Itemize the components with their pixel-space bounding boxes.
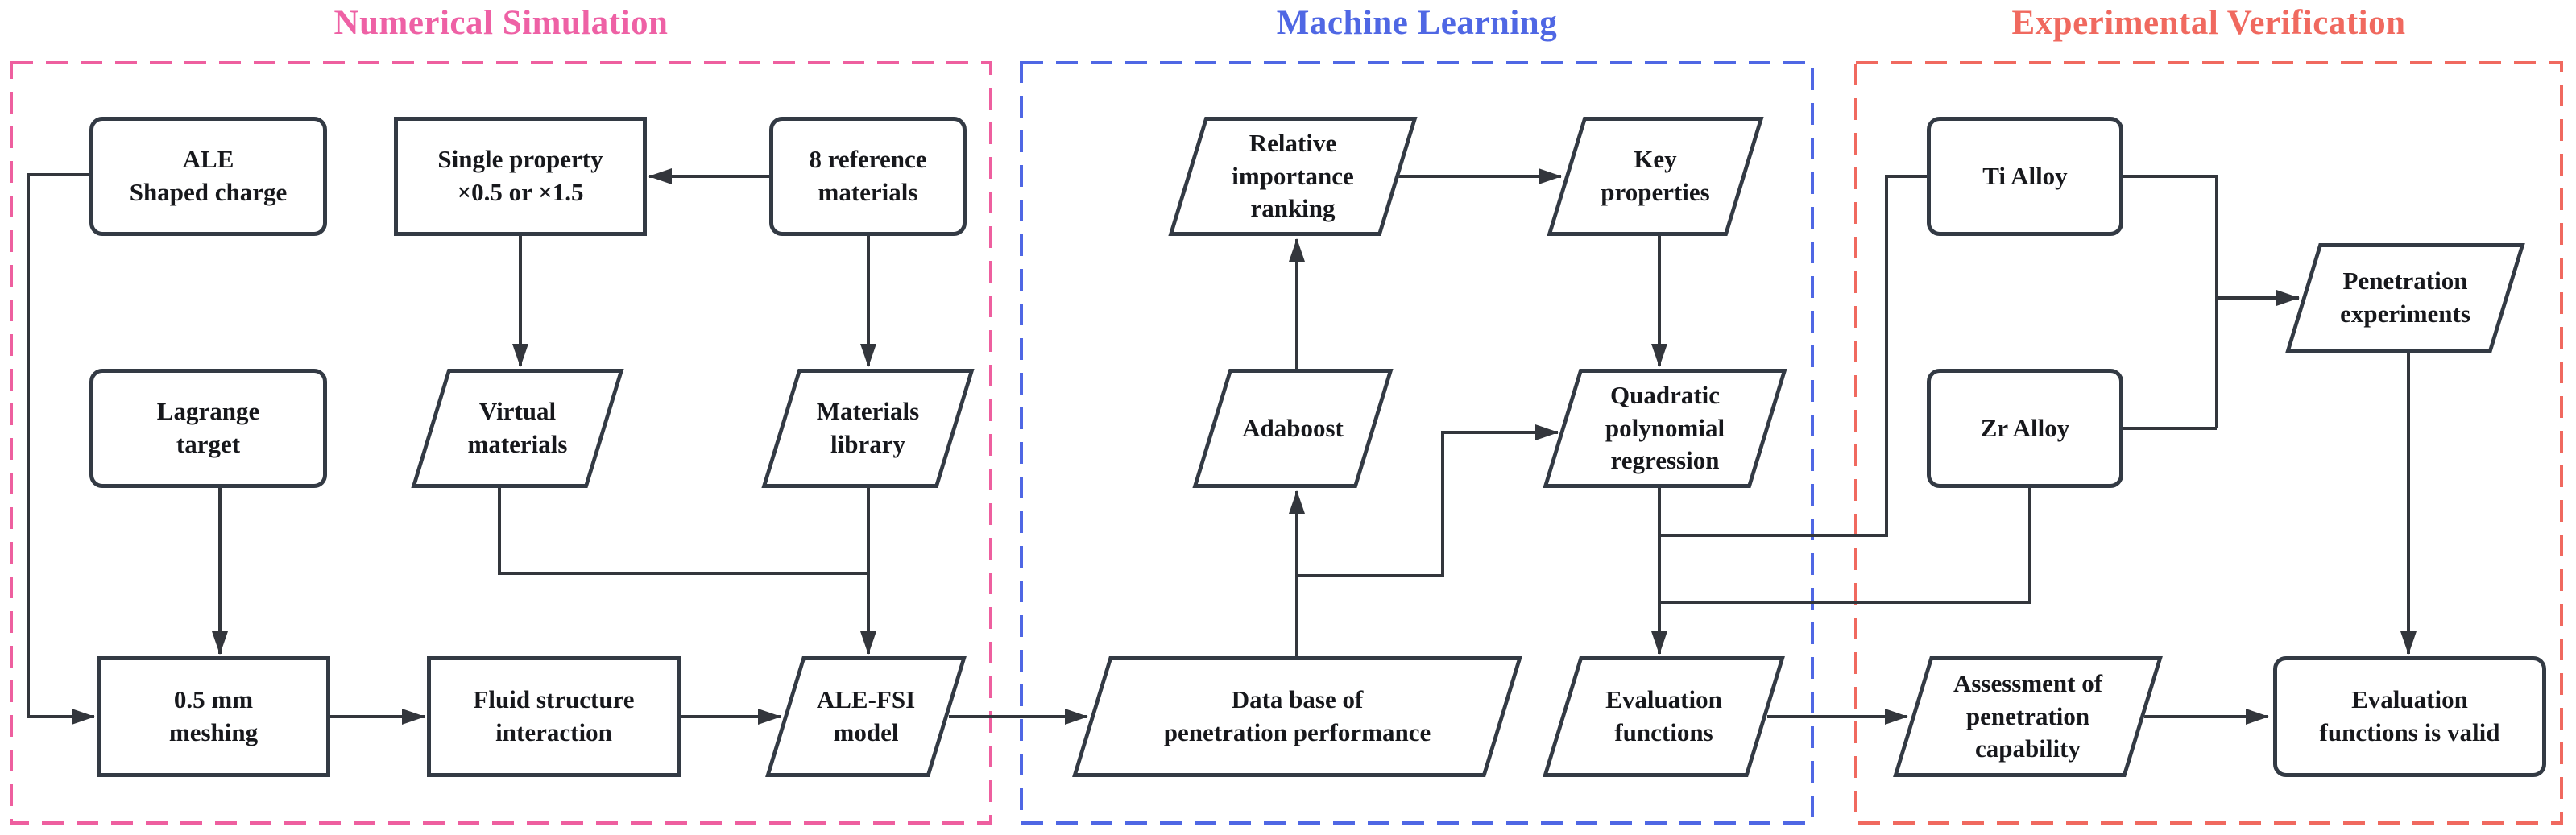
node-relative-importance-ranking: Relative importance ranking	[1168, 117, 1418, 236]
node-ale-fsi-model: ALE-FSI model	[765, 656, 967, 777]
node-assessment-penetration-capability: Assessment of penetration capability	[1893, 656, 2163, 777]
node-ti-alloy: Ti Alloy	[1927, 117, 2123, 236]
edge-tialloy-right-collector	[2123, 175, 2218, 428]
node-adaboost: Adaboost	[1192, 369, 1394, 488]
node-quadratic-polynomial-regression: Quadratic polynomial regression	[1543, 369, 1787, 488]
node-shape	[97, 656, 330, 777]
section-frame-experimental-verification	[1854, 61, 2563, 825]
node-shape	[1927, 117, 2123, 236]
node-evaluation-functions-is-valid: Evaluation functions is valid	[2273, 656, 2546, 777]
node-single-property: Single property ×0.5 or ×1.5	[394, 117, 647, 236]
section-title-experimental-verification: Experimental Verification	[2011, 4, 2406, 42]
node-lagrange-target: Lagrange target	[89, 369, 327, 488]
node-materials-library: Materials library	[761, 369, 975, 488]
node-shape	[769, 117, 967, 236]
node-zr-alloy: Zr Alloy	[1927, 369, 2123, 488]
node-penetration-experiments: Penetration experiments	[2285, 243, 2525, 353]
section-frame-numerical-simulation	[10, 61, 992, 825]
node-shape	[427, 656, 681, 777]
edge-database-to-quadratic	[1297, 424, 1559, 577]
edge-zralloy-to-evaluation-line	[1659, 488, 2031, 604]
node-evaluation-functions: Evaluation functions	[1543, 656, 1785, 777]
edge-tialloy-to-evaluation-line	[1659, 175, 1927, 537]
node-shape	[89, 369, 327, 488]
edge-ale-to-meshing	[27, 173, 95, 725]
section-title-machine-learning: Machine Learning	[1276, 4, 1558, 42]
node-shape	[394, 117, 647, 236]
node-virtual-materials: Virtual materials	[411, 369, 624, 488]
section-frame-machine-learning	[1020, 61, 1814, 825]
node-0-5-mm-meshing: 0.5 mm meshing	[97, 656, 330, 777]
node-shape	[1927, 369, 2123, 488]
node-database-penetration-performance: Data base of penetration performance	[1072, 656, 1522, 777]
node-shape	[2273, 656, 2546, 777]
node-fluid-structure-interaction: Fluid structure interaction	[427, 656, 681, 777]
node-shape	[89, 117, 327, 236]
edge-virtualmaterials-merge	[498, 488, 868, 575]
node-ale-shaped-charge: ALE Shaped charge	[89, 117, 327, 236]
node-8-reference-materials: 8 reference materials	[769, 117, 967, 236]
section-title-numerical-simulation: Numerical Simulation	[333, 4, 669, 42]
node-key-properties: Key properties	[1547, 117, 1764, 236]
